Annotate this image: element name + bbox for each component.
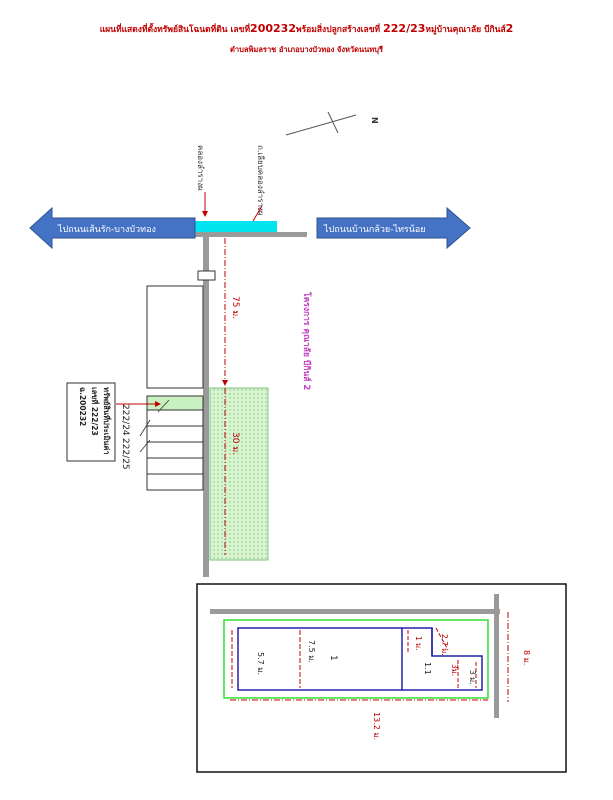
plan-frame	[196, 583, 567, 773]
plan-dim-e: 3 ม.	[468, 670, 477, 684]
gate	[197, 270, 216, 281]
canal-road-label: ถ.เลียบคลองลำรางผ	[256, 145, 265, 216]
townhouse-row	[146, 395, 204, 491]
plan-room-1: 1	[328, 655, 338, 661]
callout-line-3: ฉ.200232	[78, 387, 87, 426]
plan-dim-h: 13.2 ม.	[372, 712, 381, 740]
project-area	[209, 387, 269, 561]
arrow-left-label: ไปถนนเส้นรัก-บางบัวทอง	[57, 224, 156, 235]
project-label: โครงการ คุณาลัย บีกินส์ 2	[301, 291, 312, 390]
plan-dim-c: 1 ม.	[414, 636, 423, 650]
callout-line-2: เลขที่ 222/23	[90, 387, 101, 436]
plan-room-1-1: 1.1	[423, 662, 432, 675]
plan-dim-f: 7.5 ม.	[307, 640, 316, 663]
title-text-a: แผนที่แสดงที่ตั้งทรัพย์สินโฉนดที่ดิน เลข…	[99, 25, 251, 35]
title-deed-number: 200232	[250, 22, 296, 35]
house-number-b: 222/25	[120, 438, 130, 470]
title-phase-number: 2	[505, 22, 514, 35]
plan-dim-d: 3ม.	[450, 664, 459, 676]
plan-lot-boundary	[223, 619, 489, 699]
plan-dim-a: 8 ม.	[522, 650, 531, 665]
soi-road	[203, 237, 209, 577]
building-block	[146, 285, 204, 389]
title-text-c: หมู่บ้านคุณาลัย บีกินส์	[425, 25, 506, 35]
map-title-line-1: แผนที่แสดงที่ตั้งทรัพย์สินโฉนดที่ดิน เลข…	[0, 22, 613, 36]
distance-label-1: 75 ม.	[230, 296, 240, 319]
title-house-number: 222/23	[383, 22, 426, 35]
plan-dim-b: 2.7 ม.	[440, 634, 449, 656]
plan-dim-g: 5.7 ม.	[256, 652, 265, 675]
canal-label: คลองลำรางผ	[196, 145, 205, 191]
subject-unit	[146, 395, 204, 411]
canal-road	[195, 232, 307, 237]
distance-label-2: 30 ม.	[230, 432, 240, 455]
title-text-b: พร้อมสิ่งปลูกสร้างเลขที่	[295, 25, 381, 35]
north-label: N	[370, 117, 379, 124]
arrow-to-left-road: ไปถนนเส้นรัก-บางบัวทอง	[29, 206, 196, 250]
house-number-a: 222/24	[120, 404, 130, 436]
property-callout: ทรัพย์สินที่ประเมินค่า เลขที่ 222/23 ฉ.2…	[66, 382, 116, 462]
compass-north-icon: N	[285, 111, 379, 136]
arrow-to-right-road: ไปถนนบ้านกล้วย-ไทรน้อย	[316, 206, 471, 250]
canal	[195, 221, 277, 232]
callout-line-1: ทรัพย์สินที่ประเมินค่า	[102, 387, 113, 455]
map-title-line-2: ตำบลพิมลราช อำเภอบางบัวทอง จังหวัดนนทบุร…	[230, 45, 383, 54]
site-plan: 8 ม. 2.7 ม. 1 ม. 3ม. 3 ม. 7.5 ม. 5.7 ม. …	[196, 583, 567, 773]
arrow-right-label: ไปถนนบ้านกล้วย-ไทรน้อย	[323, 224, 426, 235]
